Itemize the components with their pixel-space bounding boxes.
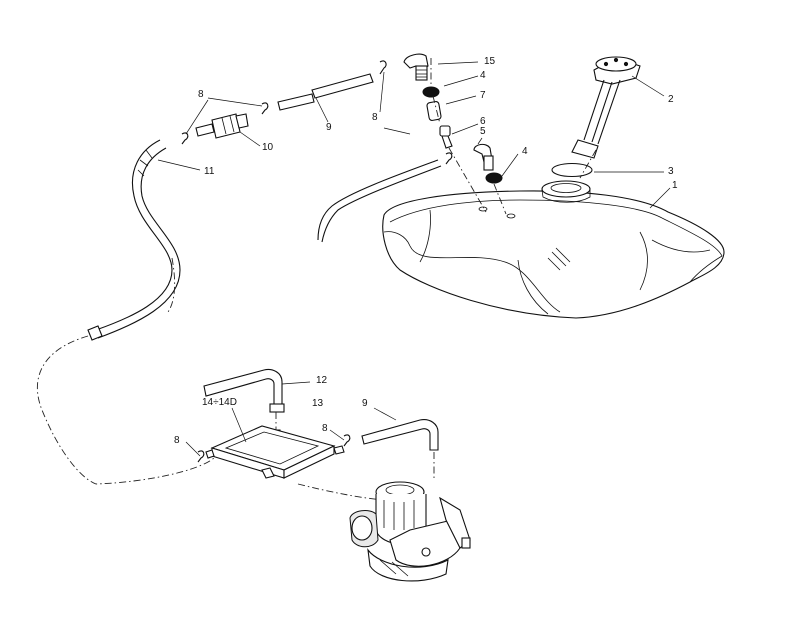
- fuel-gauge-sender-icon: [571, 56, 641, 159]
- vent-hose-icon: [87, 139, 181, 341]
- callout-2: 2: [668, 94, 674, 105]
- callout-3: 3: [668, 166, 674, 177]
- callout-8-mid: 8: [372, 112, 378, 123]
- callout-8-lower-right: 8: [322, 423, 328, 434]
- callout-10: 10: [262, 142, 274, 153]
- fuel-pump-icon: [205, 425, 345, 479]
- fuel-filter-icon: [195, 113, 249, 139]
- callout-4-lower: 4: [522, 146, 528, 157]
- o-ring-icon: [551, 162, 593, 178]
- callout-4-upper: 4: [480, 70, 486, 81]
- callout-15: 15: [484, 56, 496, 67]
- callout-7: 7: [480, 90, 486, 101]
- carburetor-icon: [349, 481, 471, 582]
- callout-9-upper: 9: [326, 122, 332, 133]
- leader-lines: [157, 61, 671, 457]
- grommet-icon-lower: [485, 172, 503, 184]
- fuel-line-icon: [277, 73, 374, 111]
- callout-11: 11: [204, 166, 215, 177]
- elbow-fitting-icon: [473, 143, 494, 171]
- callout-5: 5: [480, 126, 486, 137]
- vent-fitting-icon: [403, 53, 429, 81]
- callout-9-lower: 9: [362, 398, 368, 409]
- callout-13: 13: [312, 398, 324, 409]
- grommet-icon: [422, 86, 440, 98]
- callout-8-left: 8: [198, 89, 204, 100]
- callout-6: 6: [480, 116, 486, 127]
- callout-8-lower-left: 8: [174, 435, 180, 446]
- fuel-tank-icon: [382, 180, 725, 319]
- valve-icon: [439, 125, 453, 149]
- callout-14: 14÷14D: [202, 397, 237, 408]
- callout-1: 1: [672, 180, 678, 191]
- callout-12: 12: [316, 375, 328, 386]
- hose-icon: [426, 101, 442, 121]
